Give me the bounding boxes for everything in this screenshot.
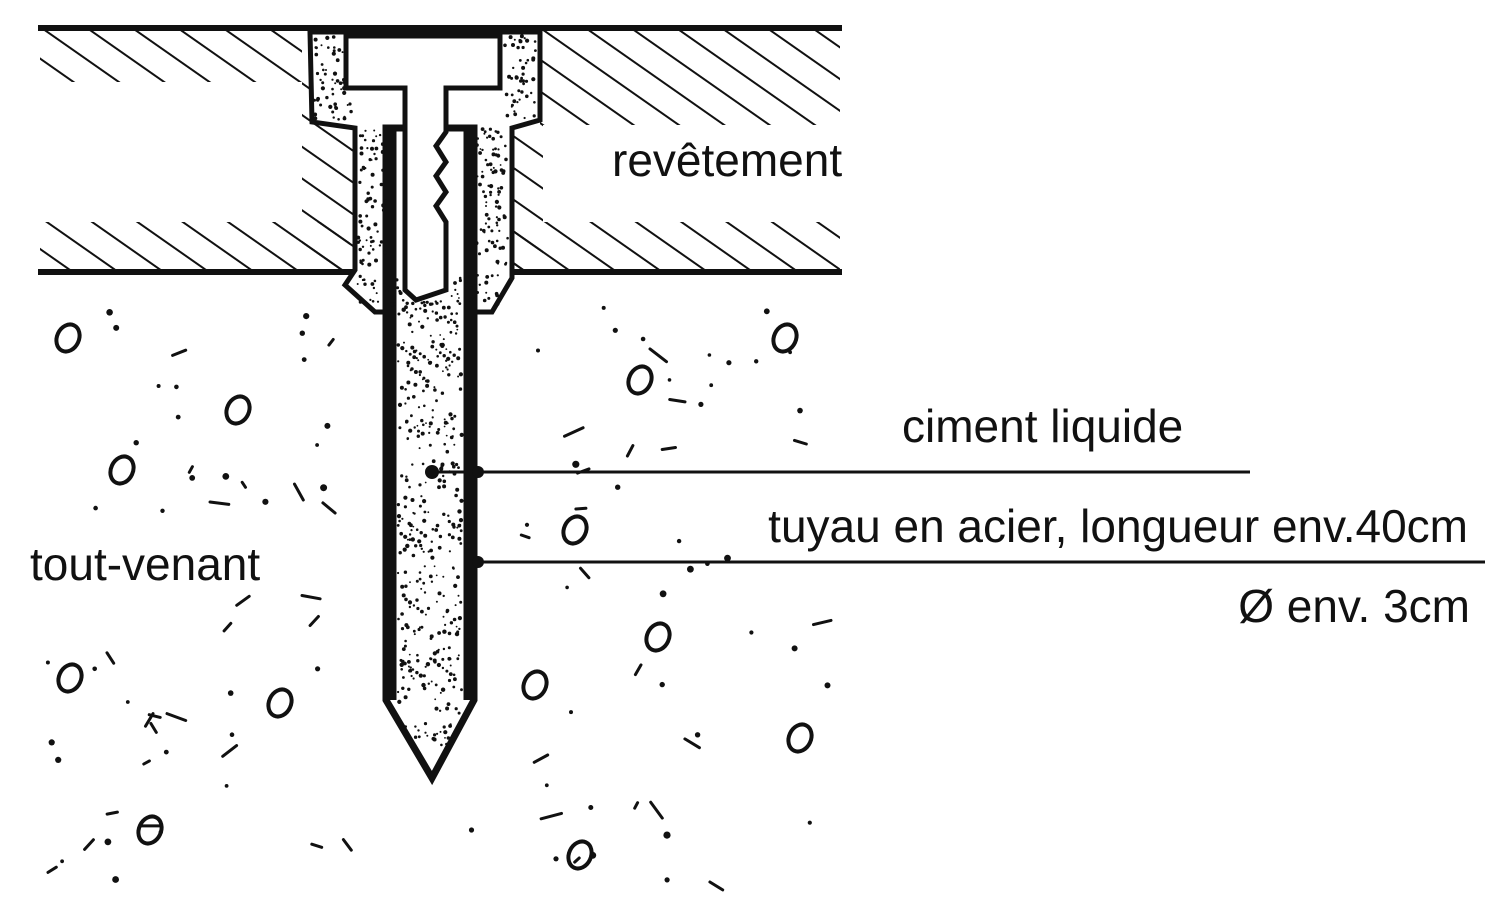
collar-stipple	[313, 34, 537, 307]
label-liquid-cement: ciment liquide	[902, 400, 1183, 452]
anchor-plug	[343, 33, 503, 303]
leader-dot-steel-pipe	[472, 556, 484, 568]
label-fill-material: tout-venant	[30, 538, 260, 590]
label-coating: revêtement	[612, 134, 842, 186]
gravel-fill-area	[45, 305, 833, 892]
cement-stipple	[396, 299, 464, 771]
label-steel-pipe: tuyau en acier, longueur env.40cm	[768, 500, 1468, 552]
leader-dot-liquid-cement	[425, 465, 439, 479]
label-diameter: Ø env. 3cm	[1238, 580, 1470, 632]
leader-lines	[425, 465, 1485, 568]
